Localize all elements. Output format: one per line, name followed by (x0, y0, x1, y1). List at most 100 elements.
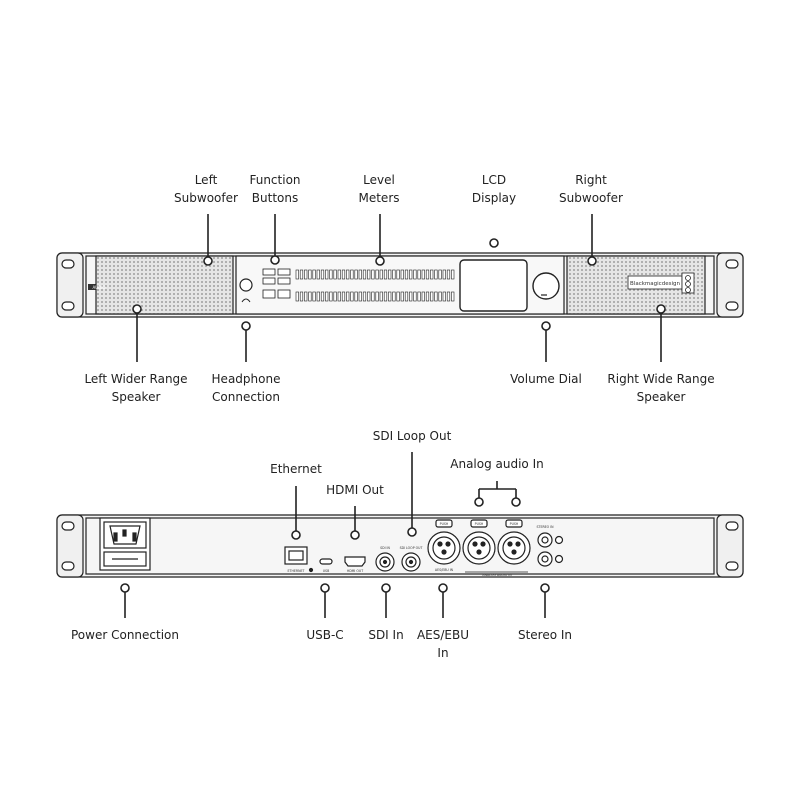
model-text: AUDIO (92, 285, 105, 290)
port-label-sdi-in: SDI IN (380, 546, 390, 550)
meter-segment (304, 291, 308, 302)
port-label-aes: AES/EBU IN (435, 568, 454, 572)
level-meters (295, 269, 455, 302)
meter-segment (354, 291, 358, 302)
meter-segment (379, 291, 383, 302)
meter-segment (299, 291, 304, 302)
power-connector (99, 517, 151, 571)
meter-segment (446, 269, 451, 280)
label-sdi-loop-out: SDI Loop Out (372, 429, 452, 443)
meter-segment (371, 269, 375, 280)
meter-segment (442, 291, 446, 302)
port-label-analog: ANALOG AUDIO IN (482, 573, 512, 577)
meter-segment (442, 269, 446, 280)
meter-segment (425, 291, 430, 302)
meter-segment (388, 291, 392, 302)
brand-text: Blackmagicdesign (630, 281, 680, 287)
meter-segment (392, 291, 396, 302)
stereo-rca-left (537, 532, 553, 548)
meter-segment (400, 291, 404, 302)
meter-segment (316, 291, 320, 302)
meter-segment (430, 291, 434, 302)
meter-segment (341, 269, 346, 280)
meter-segment (337, 291, 341, 302)
meter-segment (333, 269, 337, 280)
port-label-hdmi: HDMI OUT (347, 569, 363, 573)
meter-segment (312, 291, 316, 302)
meter-segment (451, 269, 455, 280)
sdi-loop-out-connector (401, 552, 421, 572)
meter-segment (354, 269, 358, 280)
meter-segment (375, 291, 379, 302)
meter-segment (413, 291, 417, 302)
meter-segment (388, 269, 392, 280)
meter-segment (409, 269, 413, 280)
meter-segment (350, 291, 354, 302)
meter-segment (396, 269, 400, 280)
meter-segment (350, 269, 354, 280)
meter-segment (329, 291, 333, 302)
label-volume-dial: Volume Dial (510, 372, 582, 386)
meter-segment (434, 291, 438, 302)
meter-segment (362, 291, 367, 302)
push-label-3: PUSH (510, 522, 519, 526)
meter-segment (404, 269, 409, 280)
push-label-1: PUSH (440, 522, 449, 526)
meter-segment (367, 291, 371, 302)
meter-segment (446, 291, 451, 302)
rear-callouts (120, 452, 550, 618)
meter-segment (308, 269, 312, 280)
usb-c-port (319, 558, 333, 565)
lcd-display (459, 259, 528, 312)
port-label-stereo: STEREO IN (536, 525, 554, 529)
label-hdmi-out: HDMI Out (326, 483, 384, 497)
meter-segment (409, 291, 413, 302)
analog-xlr-right (497, 519, 531, 565)
meter-segment (438, 269, 442, 280)
meter-segment (295, 269, 299, 280)
meter-segment (451, 291, 455, 302)
sdi-in-connector (375, 552, 395, 572)
meter-segment (383, 291, 388, 302)
meter-segment (417, 269, 421, 280)
meter-segment (379, 269, 383, 280)
front-callouts (132, 214, 666, 362)
meter-segment (299, 269, 304, 280)
rear-panel (56, 514, 744, 578)
meter-segment (383, 269, 388, 280)
meter-segment (371, 291, 375, 302)
meter-segment (421, 269, 425, 280)
meter-segment (325, 269, 329, 280)
function-buttons (262, 268, 291, 299)
meter-segment (316, 269, 320, 280)
meter-segment (425, 269, 430, 280)
meter-segment (392, 269, 396, 280)
label-stereo-in: Stereo In (517, 628, 573, 642)
meter-segment (341, 291, 346, 302)
headphone-jack (239, 278, 253, 292)
meter-segment (375, 269, 379, 280)
meter-segment (438, 291, 442, 302)
meter-segment (396, 291, 400, 302)
port-label-ethernet: ETHERNET (288, 569, 305, 573)
meter-segment (337, 269, 341, 280)
meter-segment (367, 269, 371, 280)
label-sdi-in: SDI In (368, 628, 404, 642)
meter-segment (358, 269, 362, 280)
meter-segment (304, 269, 308, 280)
meter-segment (362, 269, 367, 280)
meter-segment (413, 269, 417, 280)
meter-segment (421, 291, 425, 302)
meter-segment (346, 269, 350, 280)
ethernet-port (284, 546, 308, 565)
meter-segment (346, 291, 350, 302)
